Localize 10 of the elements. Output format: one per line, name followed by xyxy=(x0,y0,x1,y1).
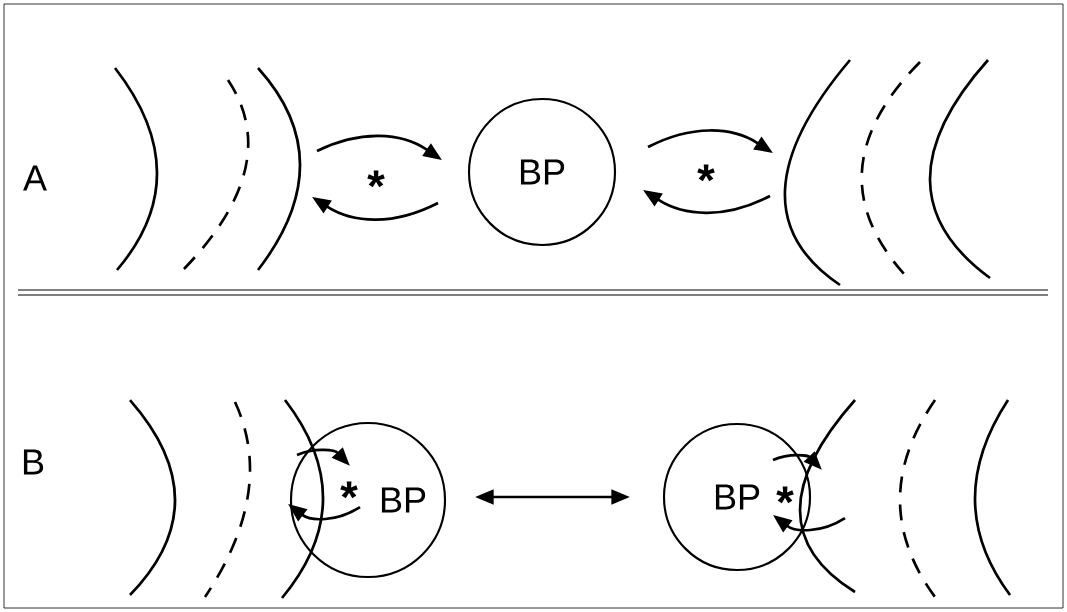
asterisk: * xyxy=(340,481,358,499)
asterisk: * xyxy=(367,170,385,188)
membrane-drawing xyxy=(783,59,991,287)
asterisk: * xyxy=(776,486,794,504)
panel-letter: B xyxy=(23,449,44,475)
membrane-drawing xyxy=(798,399,1012,598)
panel-letter: A xyxy=(23,165,47,191)
membrane-drawing xyxy=(128,399,325,599)
asterisk: * xyxy=(697,164,715,182)
membrane-drawing xyxy=(113,67,302,271)
